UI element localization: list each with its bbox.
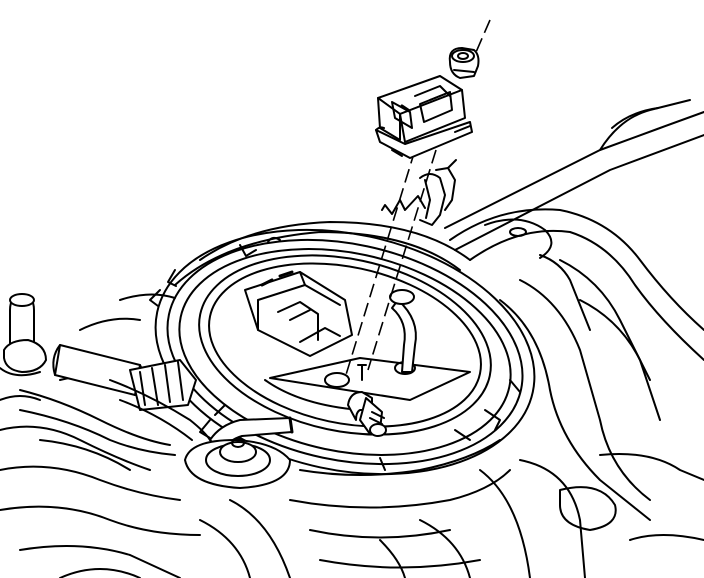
evap-lines bbox=[0, 293, 211, 471]
fuel-lines bbox=[184, 289, 417, 489]
vent-valve bbox=[288, 416, 294, 434]
lock-ring bbox=[149, 228, 536, 476]
retaining-nut bbox=[448, 47, 480, 79]
fuel-tank bbox=[0, 99, 704, 578]
body-harness-clip bbox=[381, 159, 457, 226]
electrical-connector bbox=[375, 75, 473, 159]
